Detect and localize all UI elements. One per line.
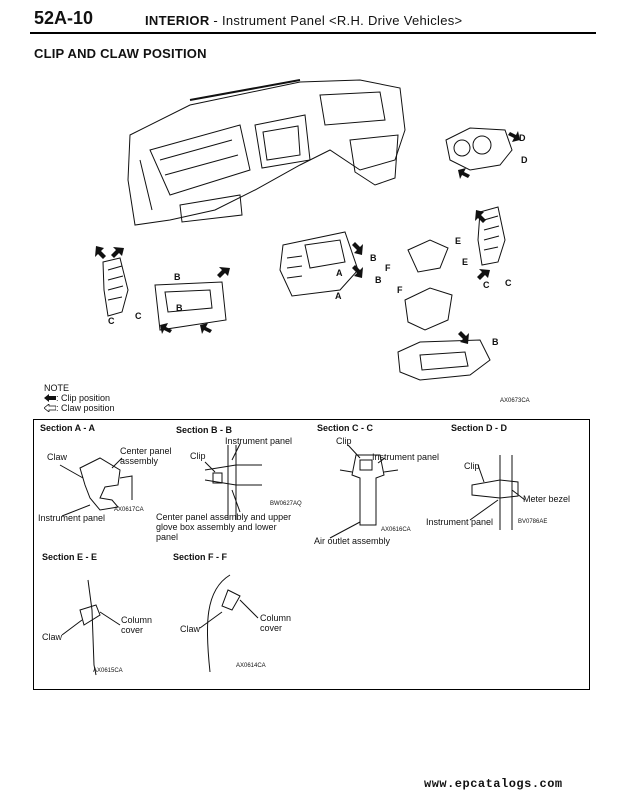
callout-d-1: D — [519, 133, 526, 143]
overview-figure-id: AX0673CA — [500, 398, 530, 404]
section-d-meter-bezel-label: Meter bezel — [523, 494, 571, 504]
page-header-title: INTERIOR - Instrument Panel <R.H. Drive … — [145, 13, 462, 28]
header-separator: - — [209, 13, 222, 28]
callout-e-1: E — [455, 236, 462, 246]
claw-legend-row: : Claw position — [44, 403, 115, 413]
callout-b-2: B — [176, 303, 183, 313]
instrument-panel-overview-illustration — [95, 79, 520, 381]
section-d-clip-label: Clip — [464, 461, 480, 471]
callout-c-2: C — [135, 311, 142, 321]
section-e-figure-id: AX0615CA — [93, 668, 123, 674]
section-c-instrument-panel-label: Instrument panel — [372, 452, 440, 462]
section-b-figure-id: BW0627AQ — [270, 501, 302, 507]
section-f-figure-id: AX0614CA — [236, 663, 266, 669]
section-b-instrument-panel-label: Instrument panel — [225, 436, 293, 446]
section-e-column-label-1: Column — [121, 615, 153, 625]
section-d-figure-id: BV0786AE — [518, 519, 548, 525]
section-c-figure-id: AX0616CA — [381, 527, 411, 533]
callout-a-2: A — [335, 291, 342, 301]
header-rule — [30, 32, 596, 34]
section-c-clip-label: Clip — [336, 436, 352, 446]
callout-a-1: A — [336, 268, 343, 278]
note-heading: NOTE — [44, 383, 70, 393]
clip-arrow-icon — [44, 394, 56, 402]
section-d-instrument-panel-label: Instrument panel — [426, 517, 494, 527]
callout-f-1: F — [385, 263, 391, 273]
section-details-frame — [33, 419, 590, 690]
section-a-figure-id: AX0617CA — [114, 507, 144, 513]
clip-legend-text: : Clip position — [56, 393, 111, 403]
callout-b-3: B — [370, 253, 377, 263]
section-f-column-label-1: Column — [260, 613, 292, 623]
callout-e-2: E — [462, 257, 469, 267]
section-e-claw-label: Claw — [42, 632, 63, 642]
claw-arrow-icon — [44, 404, 56, 412]
section-a-title: Section A - A — [40, 423, 96, 433]
claw-legend-text: : Claw position — [56, 403, 115, 413]
section-b-clip-label: Clip — [190, 451, 206, 461]
callout-b-5: B — [492, 337, 499, 347]
section-b-title: Section B - B — [176, 425, 233, 435]
chapter-name: INTERIOR — [145, 13, 210, 28]
section-a-claw-label: Claw — [47, 452, 68, 462]
chapter-subtitle: Instrument Panel <R.H. Drive Vehicles> — [221, 13, 463, 28]
section-b-desc-line-1: Center panel assembly and upper — [156, 512, 292, 522]
section-e-title: Section E - E — [42, 552, 98, 562]
section-c-air-outlet-label: Air outlet assembly — [314, 536, 391, 546]
section-heading: CLIP AND CLAW POSITION — [34, 46, 207, 61]
callout-c-3: C — [483, 280, 490, 290]
callout-b-4: B — [375, 275, 382, 285]
note-legend: NOTE : Clip position : Claw position — [44, 383, 115, 413]
section-e-column-label-2: cover — [121, 625, 144, 635]
section-c-title: Section C - C — [317, 423, 374, 433]
section-a-center-panel-label-1: Center panel — [120, 446, 172, 456]
callout-f-2: F — [397, 285, 403, 295]
callout-c-1: C — [108, 316, 115, 326]
section-b-desc-line-2: glove box assembly and lower — [156, 522, 277, 532]
callout-d-2: D — [521, 155, 528, 165]
footer-website: www.epcatalogs.com — [424, 777, 563, 791]
section-f-title: Section F - F — [173, 552, 227, 562]
section-d-title: Section D - D — [451, 423, 508, 433]
section-f-claw-label: Claw — [180, 624, 201, 634]
section-a-instrument-panel-label: Instrument panel — [38, 513, 106, 523]
section-b-desc-line-3: panel — [156, 532, 179, 542]
callout-b-1: B — [174, 272, 181, 282]
clip-legend-row: : Clip position — [44, 393, 115, 403]
page-number: 52A-10 — [34, 8, 94, 28]
callout-c-4: C — [505, 278, 512, 288]
section-a-center-panel-label-2: assembly — [120, 456, 159, 466]
section-f-column-label-2: cover — [260, 623, 283, 633]
